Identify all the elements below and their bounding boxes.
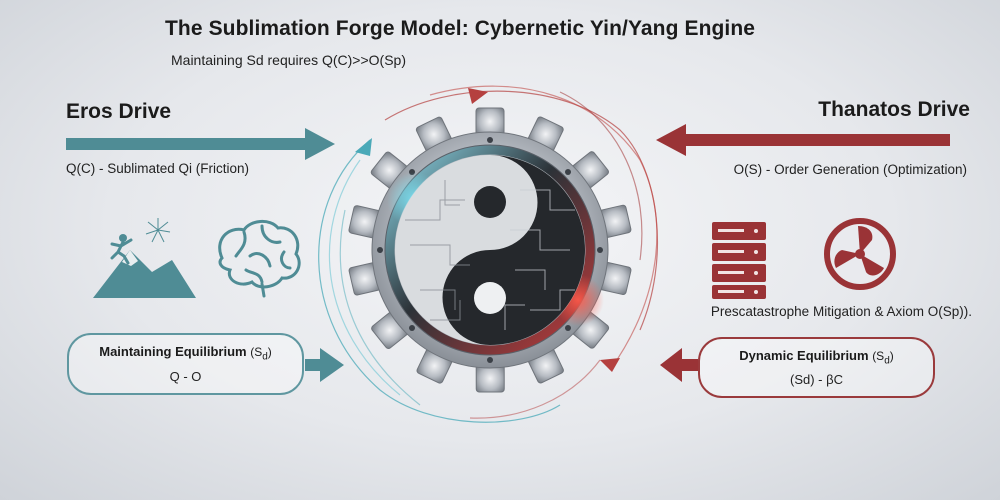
maintaining-equilibrium-box: Maintaining Equilibrium (Sd) Q - O xyxy=(67,333,304,395)
glow-ring xyxy=(385,145,595,355)
equilibrium-symbol: (Sd) xyxy=(250,345,272,363)
orbit-swirl xyxy=(318,85,659,423)
eros-drive-title: Eros Drive xyxy=(66,100,172,123)
brain-icon xyxy=(218,220,301,298)
dynamic-equilibrium-box: Dynamic Equilibrium (Sd) (Sd) - βC xyxy=(698,337,935,398)
climber-mountain-icon xyxy=(93,218,196,298)
dynamic-equilibrium-title: Dynamic Equilibrium (Sd) xyxy=(739,347,894,367)
eros-arrow-top xyxy=(66,128,335,160)
eros-arrow-bottom xyxy=(305,348,344,382)
orbit-arrow-red xyxy=(468,88,488,104)
server-rack-icon xyxy=(712,222,766,299)
diagram-title: The Sublimation Forge Model: Cybernetic … xyxy=(165,17,756,40)
thanatos-drive-title: Thanatos Drive xyxy=(818,98,970,121)
thanatos-arrow-top xyxy=(656,124,950,156)
diagram-subtitle: Maintaining Sd requires Q(C)>>O(Sp) xyxy=(171,52,406,68)
thanatos-drive-subtitle: O(S) - Order Generation (Optimization) xyxy=(733,162,967,177)
fan-icon xyxy=(824,218,896,290)
eros-drive-subtitle: Q(C) - Sublimated Qi (Friction) xyxy=(66,161,250,176)
thanatos-arrow-bottom xyxy=(660,348,698,382)
circuit-icon xyxy=(405,180,575,330)
orbit-arrow-teal xyxy=(355,138,372,156)
maintaining-equilibrium-value: Q - O xyxy=(169,368,202,384)
equilibrium-symbol: (Sd) xyxy=(872,348,894,367)
maintaining-equilibrium-title: Maintaining Equilibrium (Sd) xyxy=(99,344,272,363)
yin-yang-icon xyxy=(395,155,585,345)
orbit-arrow-red-lower xyxy=(600,358,620,372)
mitigation-label: Prescatastrophe Mitigation & Axiom O(Sp)… xyxy=(710,304,972,319)
dynamic-equilibrium-value: (Sd) - βC xyxy=(790,372,843,388)
